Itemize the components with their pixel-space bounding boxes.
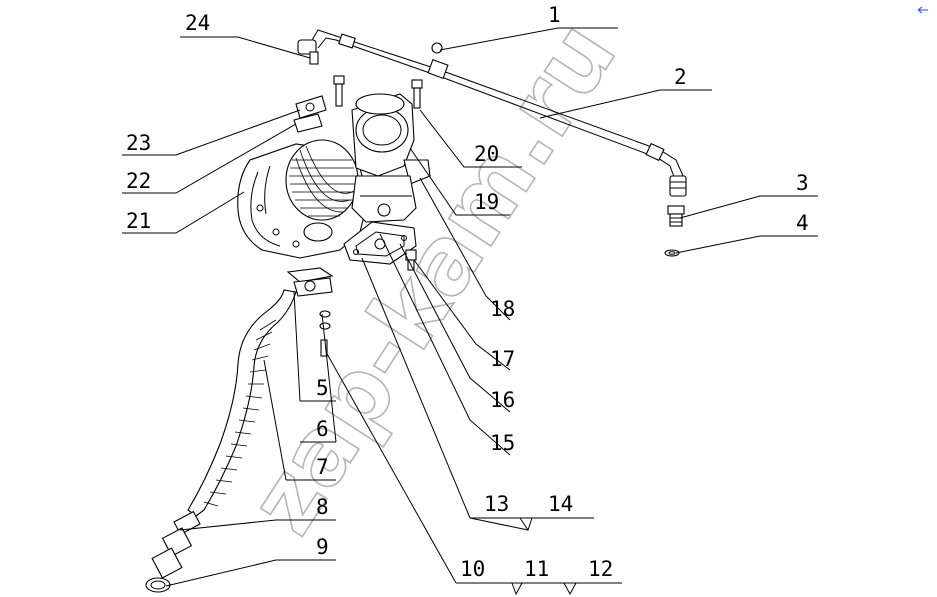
label-17: 17 (490, 347, 515, 371)
center-housing (351, 175, 417, 223)
label-8: 8 (316, 495, 329, 519)
label-24: 24 (185, 11, 210, 35)
label-7: 7 (316, 455, 329, 479)
watermark: zap-kam.ru (229, 3, 637, 552)
bolt-20 (411, 79, 423, 109)
oil-drain-flange (343, 221, 417, 265)
label-21: 21 (126, 209, 151, 233)
leader-lines (122, 27, 818, 596)
compressor-outlet-19 (351, 93, 431, 185)
label-23: 23 (126, 131, 151, 155)
union-fitting-3 (667, 205, 685, 227)
label-4: 4 (796, 211, 809, 235)
label-20: 20 (474, 142, 499, 166)
gasket-23 (295, 95, 327, 119)
label-2: 2 (674, 65, 687, 89)
label-19: 19 (474, 190, 499, 214)
gasket-5-6 (319, 310, 331, 357)
label-11: 11 (524, 557, 549, 581)
label-5: 5 (316, 376, 329, 400)
label-16: 16 (490, 388, 515, 412)
banjo-bolt-24 (309, 51, 319, 65)
label-18: 18 (490, 297, 515, 321)
callout-labels: 24 1 2 3 4 23 22 21 20 19 18 17 16 15 13… (126, 3, 809, 581)
label-14: 14 (548, 492, 573, 516)
flange-22 (293, 113, 323, 133)
drain-flange-top (286, 267, 334, 297)
label-13: 13 (484, 492, 509, 516)
washer-4 (664, 249, 680, 257)
arrow-icon (917, 6, 928, 14)
label-3: 3 (796, 171, 809, 195)
label-15: 15 (490, 431, 515, 455)
hose-fitting-8 (151, 510, 201, 579)
compressor-wheel-hatch (285, 139, 359, 221)
label-22: 22 (126, 169, 151, 193)
label-10: 10 (460, 557, 485, 581)
label-1: 1 (548, 3, 561, 27)
o-ring-9 (145, 577, 171, 593)
bolt-top (333, 75, 345, 107)
label-6: 6 (316, 417, 329, 441)
oil-supply-pipe (297, 29, 687, 197)
label-12: 12 (588, 557, 613, 581)
label-9: 9 (316, 535, 329, 559)
